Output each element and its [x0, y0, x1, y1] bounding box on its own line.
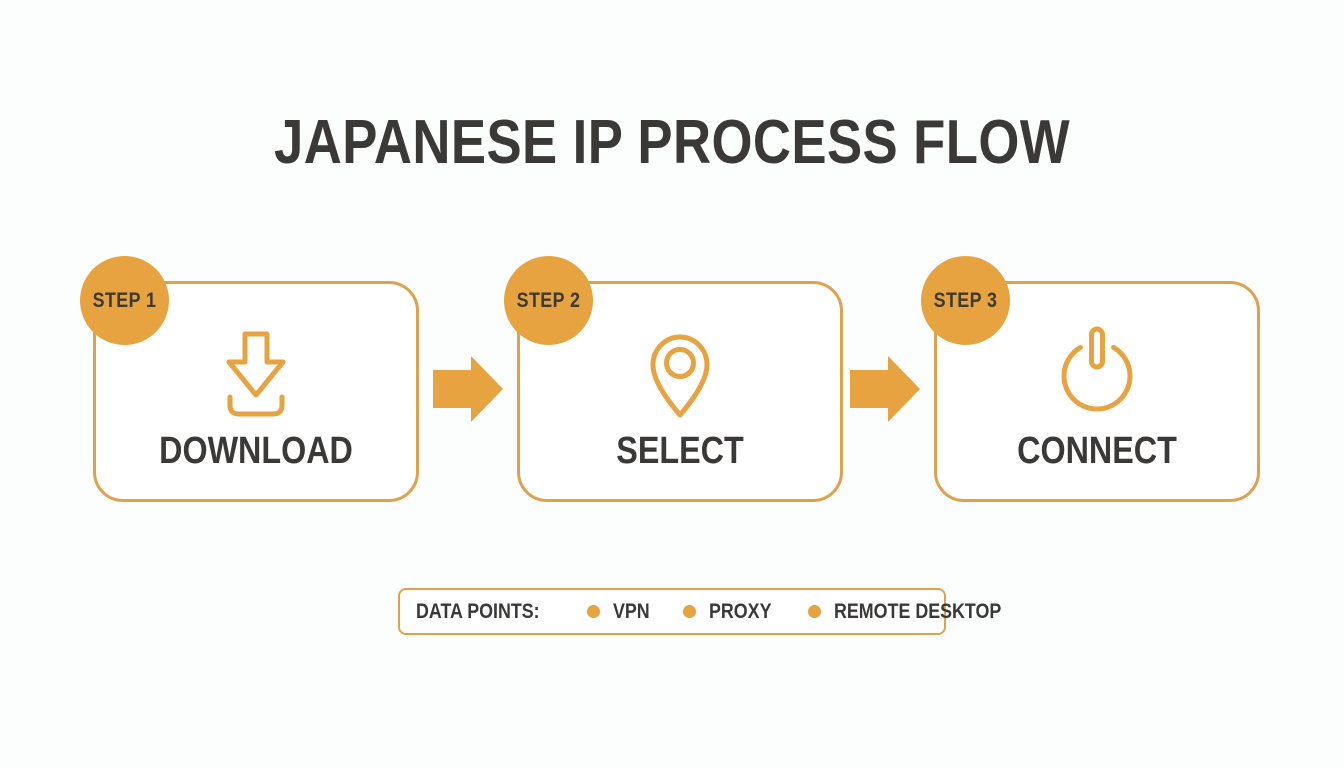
step-card-connect: STEP 3 CONNECT: [921, 256, 1260, 502]
step-3-label: CONNECT: [1017, 430, 1177, 472]
download-icon: [206, 322, 306, 422]
step-1-badge-label: STEP 1: [92, 288, 157, 312]
step-3-badge: STEP 3: [921, 256, 1010, 345]
legend-item-label: VPN: [613, 599, 651, 623]
legend-item-label: PROXY: [708, 599, 772, 623]
page-title: JAPANESE IP PROCESS FLOW: [274, 108, 1070, 177]
legend-box: DATA POINTS: VPN PROXY REMOTE DESKTOP: [398, 588, 1001, 635]
legend-item-remote-desktop: REMOTE DESKTOP: [808, 600, 1031, 624]
legend-item-label: REMOTE DESKTOP: [834, 599, 1002, 623]
step-2-badge-label: STEP 2: [516, 288, 581, 312]
legend-item-vpn: VPN: [587, 600, 656, 624]
power-icon: [1047, 322, 1147, 422]
flow-arrow-icon: [850, 356, 920, 422]
legend-dot-icon: [682, 605, 696, 618]
step-1-label: DOWNLOAD: [159, 430, 353, 472]
step-1-badge: STEP 1: [80, 256, 169, 345]
step-2-badge: STEP 2: [504, 256, 593, 345]
legend-dot-icon: [808, 605, 822, 618]
legend-title: DATA POINTS:: [416, 599, 540, 623]
legend-item-proxy: PROXY: [682, 599, 783, 624]
location-pin-icon: [630, 322, 730, 422]
step-3-badge-label: STEP 3: [933, 288, 998, 312]
flow-arrow-icon: [433, 356, 503, 422]
step-2-label: SELECT: [616, 430, 744, 472]
legend-dot-icon: [587, 605, 601, 618]
step-card-select: STEP 2 SELECT: [504, 256, 843, 502]
step-card-download: STEP 1 DOWNLOAD: [80, 256, 419, 502]
